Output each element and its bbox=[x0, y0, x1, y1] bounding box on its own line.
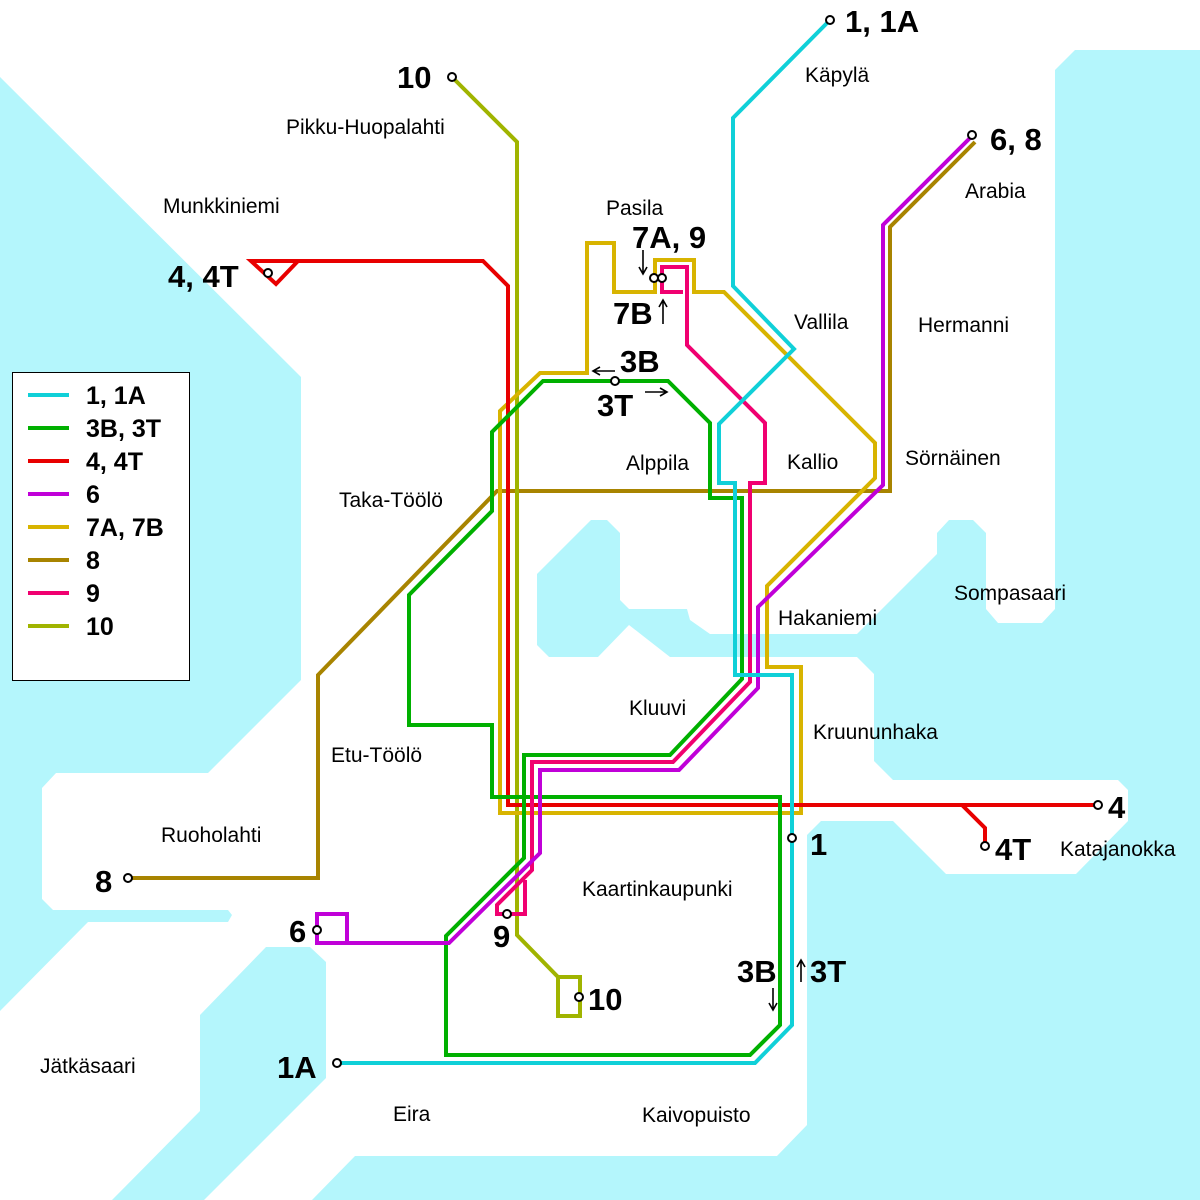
terminal-label: 1A bbox=[277, 1050, 317, 1085]
stop-9[interactable] bbox=[502, 909, 512, 919]
stop-1[interactable] bbox=[787, 833, 797, 843]
stop-7a[interactable] bbox=[649, 273, 659, 283]
district-taka-toolo: Taka-Töölö bbox=[339, 489, 443, 512]
legend-label: 9 bbox=[86, 580, 100, 608]
terminal-label: 6 bbox=[289, 914, 306, 949]
district-hakaniemi: Hakaniemi bbox=[778, 607, 877, 630]
terminal-label: 10 bbox=[588, 982, 622, 1017]
stop-6[interactable] bbox=[312, 925, 322, 935]
terminal-label: 3T bbox=[810, 954, 846, 989]
terminal-label: 3B bbox=[737, 954, 777, 989]
line-9 bbox=[495, 265, 767, 916]
legend-label: 1, 1A bbox=[86, 382, 146, 410]
arrow-up-icon bbox=[658, 298, 668, 324]
district-pikku-huopalahti: Pikku-Huopalahti bbox=[286, 116, 445, 139]
legend-item: 4, 4T bbox=[28, 448, 143, 476]
terminal-label: 4, 4T bbox=[168, 259, 239, 294]
stop-4[interactable] bbox=[1093, 800, 1103, 810]
stop-3b-3t[interactable] bbox=[610, 376, 620, 386]
stop-4t[interactable] bbox=[980, 841, 990, 851]
terminal-label: 7B bbox=[613, 296, 653, 331]
water-east-south bbox=[312, 50, 1200, 1200]
stop-4-4t[interactable] bbox=[263, 268, 273, 278]
district-alppila: Alppila bbox=[626, 452, 689, 475]
stop-1a[interactable] bbox=[332, 1058, 342, 1068]
stop-kapyla[interactable] bbox=[825, 15, 835, 25]
line-4-4t bbox=[245, 259, 1098, 807]
district-kaivopuisto: Kaivopuisto bbox=[642, 1104, 751, 1127]
terminal-label: 8 bbox=[95, 864, 112, 899]
district-sornainen: Sörnäinen bbox=[905, 447, 1001, 470]
district-katajanokka: Katajanokka bbox=[1060, 838, 1176, 861]
district-kruununhaka: Kruununhaka bbox=[813, 721, 938, 744]
district-vallila: Vallila bbox=[794, 311, 849, 334]
district-etu-toolo: Etu-Töölö bbox=[331, 744, 422, 767]
terminal-label: 10 bbox=[397, 60, 431, 95]
line-1-1a bbox=[337, 18, 832, 1065]
legend: 1, 1A 3B, 3T 4, 4T 6 7A, 7B 8 9 10 bbox=[12, 372, 190, 681]
stop-10-south[interactable] bbox=[574, 992, 584, 1002]
arrow-left-icon bbox=[591, 366, 615, 376]
legend-label: 7A, 7B bbox=[86, 514, 164, 542]
district-pasila: Pasila bbox=[606, 197, 664, 220]
terminal-label: 1, 1A bbox=[845, 4, 919, 39]
arrow-up-icon bbox=[796, 958, 806, 982]
stop-6-8[interactable] bbox=[967, 130, 977, 140]
line-10 bbox=[450, 75, 582, 1018]
arrow-down-icon bbox=[768, 988, 778, 1012]
arrow-down-icon bbox=[638, 250, 648, 276]
legend-label: 6 bbox=[86, 481, 100, 509]
legend-item: 8 bbox=[28, 547, 100, 575]
legend-label: 8 bbox=[86, 547, 100, 575]
district-hermanni: Hermanni bbox=[918, 314, 1009, 337]
terminal-label: 4T bbox=[995, 832, 1031, 867]
terminal-label: 9 bbox=[493, 919, 510, 954]
legend-item: 7A, 7B bbox=[28, 514, 164, 542]
line-4t-branch bbox=[960, 803, 987, 846]
arrow-right-icon bbox=[645, 387, 669, 397]
legend-item: 3B, 3T bbox=[28, 415, 161, 443]
water-ruoholahti-channel bbox=[112, 947, 326, 1200]
terminal-label: 4 bbox=[1108, 790, 1126, 825]
stop-8[interactable] bbox=[123, 873, 133, 883]
line-7a-7b bbox=[498, 241, 877, 815]
terminal-label: 3T bbox=[597, 388, 633, 423]
district-eira: Eira bbox=[393, 1103, 431, 1126]
district-kaartinkaupunki: Kaartinkaupunki bbox=[582, 878, 733, 901]
line-6 bbox=[315, 133, 975, 945]
district-arabia: Arabia bbox=[965, 180, 1026, 203]
district-labels: Käpylä Pikku-Huopalahti Munkkiniemi Pasi… bbox=[40, 64, 1176, 1127]
stop-9-north[interactable] bbox=[657, 273, 667, 283]
tram-lines bbox=[128, 18, 1098, 1065]
legend-label: 10 bbox=[86, 613, 114, 641]
legend-label: 4, 4T bbox=[86, 448, 143, 476]
line-8 bbox=[128, 140, 977, 880]
district-munkkiniemi: Munkkiniemi bbox=[163, 195, 280, 218]
legend-item: 6 bbox=[28, 481, 100, 509]
direction-arrows bbox=[591, 250, 806, 1012]
line-3b-3t bbox=[407, 379, 782, 1057]
legend-item: 10 bbox=[28, 613, 114, 641]
district-jatkasaari: Jätkäsaari bbox=[40, 1055, 136, 1078]
legend-item: 1, 1A bbox=[28, 382, 146, 410]
stop-10-north[interactable] bbox=[447, 72, 457, 82]
district-ruoholahti: Ruoholahti bbox=[161, 824, 261, 847]
district-kluuvi: Kluuvi bbox=[629, 697, 686, 720]
legend-label: 3B, 3T bbox=[86, 415, 161, 443]
terminal-label: 6, 8 bbox=[990, 122, 1042, 157]
terminal-label: 3B bbox=[620, 344, 660, 379]
terminal-labels: 1, 1A 10 6, 8 7A, 9 7B 3B 3T 4, 4T 4 4T … bbox=[95, 4, 1126, 1085]
legend-item: 9 bbox=[28, 580, 100, 608]
district-sompasaari: Sompasaari bbox=[954, 582, 1066, 605]
stops bbox=[123, 15, 1103, 1068]
district-kapyla: Käpylä bbox=[805, 64, 870, 87]
terminal-label: 7A, 9 bbox=[632, 220, 706, 255]
terminal-label: 1 bbox=[810, 827, 827, 862]
district-kallio: Kallio bbox=[787, 451, 838, 474]
